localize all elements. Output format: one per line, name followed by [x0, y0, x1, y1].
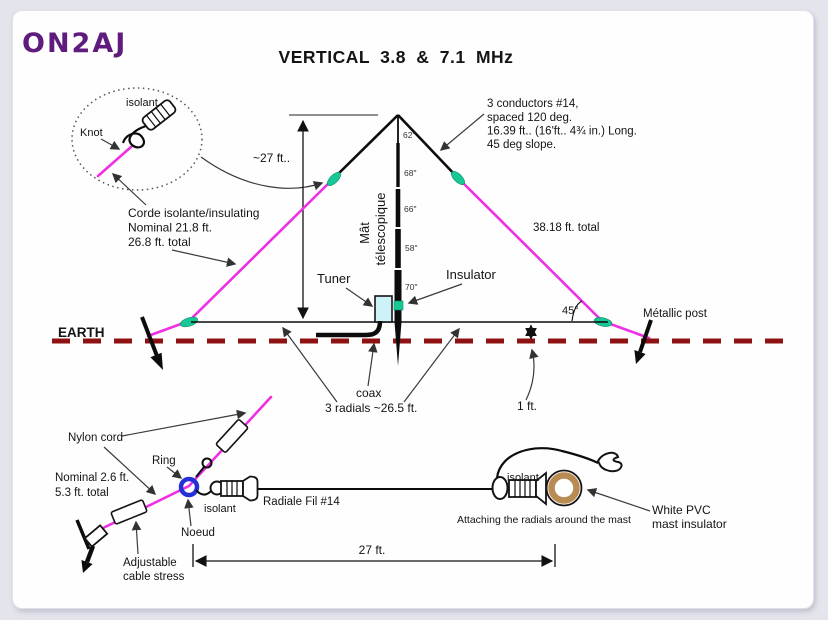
label-pvc-2: mast insulator [652, 517, 727, 531]
label-ring: Ring [152, 455, 176, 467]
upper-tensioner [215, 419, 249, 453]
bubble-insulator [141, 99, 177, 131]
label-mast-2: télescopique [373, 193, 388, 266]
label-knot: Knot [80, 127, 103, 139]
svg-text:68": 68" [404, 168, 416, 178]
bubble-pointer-curve [200, 156, 324, 191]
mast-attachment-detail: isolant Attaching the radials around the… [457, 447, 727, 531]
svg-text:66": 66" [404, 204, 416, 214]
svg-text:62": 62" [403, 130, 415, 140]
label-radial-wire: Radiale Fil #14 [263, 496, 340, 508]
label-earth: EARTH [58, 325, 105, 340]
label-nominal-1: Nominal 2.6 ft. [55, 472, 129, 484]
label-span: 27 ft. [359, 543, 386, 557]
corde-note: Corde isolante/insulating Nominal 21.8 f… [128, 206, 259, 267]
radials-leader-right [403, 327, 460, 403]
left-anchor [140, 316, 163, 370]
label-nominal-2: 5.3 ft. total [55, 487, 109, 499]
page-title: VERTICAL 3.8 & 7.1 MHz [279, 47, 514, 67]
pvc-leader [586, 488, 651, 512]
wire-end-loop [491, 476, 509, 500]
right-guy-cord [455, 175, 651, 340]
label-isolant-right: isolant [507, 472, 539, 484]
s-hook-loop [201, 457, 213, 469]
cord-end-clip [596, 451, 623, 473]
label-insulator: Insulator [446, 267, 497, 282]
logo-on2aj: ON2AJ [22, 28, 127, 59]
right-wire-insulator [451, 171, 465, 185]
bubble-cord [96, 145, 133, 178]
knot-detail-bubble: isolant Knot [71, 87, 324, 206]
one-ft-leader [525, 348, 539, 401]
label-attach-caption: Attaching the radials around the mast [457, 514, 631, 526]
corde-to-bubble-leader [111, 173, 147, 206]
left-conductor [333, 114, 399, 179]
label-adjust-1: Adjustable [123, 557, 177, 569]
label-mast-1: Mât [357, 222, 372, 244]
svg-text:58": 58" [405, 243, 417, 253]
radials-leader-left [282, 326, 338, 403]
label-radials: 3 radials ~26.5 ft. [325, 401, 417, 415]
conductors-note: 3 conductors #14, spaced 120 deg. 16.39 … [439, 98, 637, 151]
adjust-leader [131, 520, 142, 555]
mast-feed-insulator [393, 300, 404, 311]
svg-text:3 conductors #14,: 3 conductors #14, [487, 98, 578, 110]
lower-tensioner [110, 499, 148, 525]
svg-text:Nominal 21.8 ft.: Nominal 21.8 ft. [128, 221, 212, 235]
main-antenna: ~27 ft.. EARTH Métallic post 45° 38.18 f… [52, 98, 788, 415]
lower-anchor [75, 519, 109, 573]
coax-cable [316, 320, 383, 338]
svg-text:70": 70" [405, 282, 417, 292]
label-noeud: Noeud [181, 527, 215, 539]
label-metallic-post: Métallic post [643, 308, 708, 320]
nylon-leader-upper [121, 409, 247, 437]
label-isolant-left: isolant [204, 503, 236, 515]
label-nylon-cord: Nylon cord [68, 432, 123, 444]
label-angle: 45° [562, 305, 579, 317]
attach-cord-over-top [495, 447, 599, 479]
pvc-insulator-ring [548, 472, 580, 504]
radial-insulator-left [209, 475, 259, 502]
mast-ground-spike [394, 322, 402, 366]
ring-leader [166, 466, 183, 479]
coax-leader [367, 342, 378, 387]
tuner-leader [345, 287, 374, 307]
knot-leader [100, 138, 121, 150]
left-guy-cord [146, 176, 336, 338]
radial-insulator-right [508, 471, 547, 506]
corde-note-leader [171, 249, 237, 267]
label-height: ~27 ft.. [253, 151, 290, 165]
label-pvc-1: White PVC [652, 503, 711, 517]
insulator-leader [407, 283, 463, 305]
bubble-outline [71, 87, 203, 191]
svg-text:26.8 ft. total: 26.8 ft. total [128, 235, 191, 249]
noeud-leader [184, 498, 194, 527]
left-wire-insulator [327, 172, 341, 186]
nylon-leader-lower [103, 446, 157, 495]
label-bubble-isolant: isolant [126, 97, 158, 109]
guy-detail: Nylon cord Nominal 2.6 ft. 5.3 ft. total… [55, 395, 556, 583]
guy-ring [178, 476, 200, 498]
label-adjust-2: cable stress [123, 571, 185, 583]
mast: 62" 68" 66" 58" 70" Mât télescopique [357, 115, 417, 366]
svg-text:Corde isolante/insulating: Corde isolante/insulating [128, 206, 259, 220]
label-coax: coax [356, 386, 381, 400]
conductors-note-leader [439, 113, 485, 151]
tuner-box [374, 295, 393, 323]
knot-squiggle [121, 124, 147, 149]
angle-arc [571, 300, 583, 322]
label-one-ft: 1 ft. [517, 399, 537, 413]
right-conductor [397, 114, 458, 178]
svg-text:16.39 ft.. (16'ft.. 4¾ in.) Lo: 16.39 ft.. (16'ft.. 4¾ in.) Long. [487, 126, 637, 138]
left-ground-insulator [180, 316, 198, 328]
s-hook-tail [195, 466, 205, 478]
metallic-post-anchor [634, 319, 653, 364]
svg-text:45 deg slope.: 45 deg slope. [487, 139, 556, 151]
label-guy-total: 38.18 ft. total [533, 222, 600, 234]
label-tuner: Tuner [317, 271, 351, 286]
svg-text:spaced 120 deg.: spaced 120 deg. [487, 112, 572, 124]
